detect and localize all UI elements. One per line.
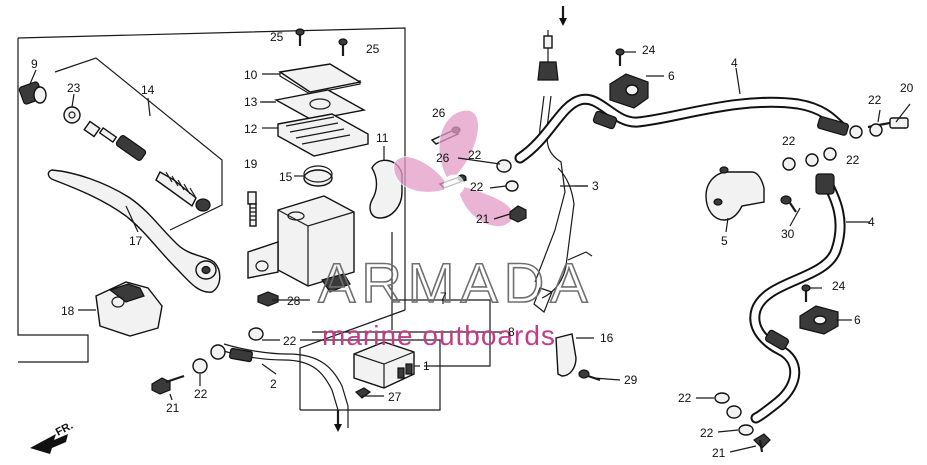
callout-26-upper: 26 <box>432 106 446 120</box>
bracket-lines <box>312 298 504 367</box>
callout-26-lower: 26 <box>436 151 450 165</box>
part-4-upper-hose <box>514 67 863 164</box>
callout-19: 19 <box>244 157 258 171</box>
watermark-brand: ARMADA <box>318 251 594 314</box>
part-13-plate <box>262 89 367 121</box>
callout-6-lower: 6 <box>854 313 861 327</box>
callout-22-right: 22 <box>868 93 882 107</box>
part-18-holder <box>78 281 163 337</box>
master-cylinder-body <box>247 195 355 293</box>
callout-1: 1 <box>423 359 430 373</box>
part-23-washer <box>63 93 81 124</box>
callout-25-left: 25 <box>270 30 284 44</box>
part-20-bolt <box>867 117 909 137</box>
callout-3: 3 <box>592 179 599 193</box>
callout-5: 5 <box>721 234 728 248</box>
front-direction-arrow <box>30 434 68 454</box>
callout-30: 30 <box>781 227 795 241</box>
callout-4-lower: 4 <box>868 215 875 229</box>
callout-6-upper: 6 <box>668 69 675 83</box>
part-10-cover <box>262 63 362 95</box>
part-16-clip <box>555 333 601 382</box>
joint-center <box>496 159 527 223</box>
part-30-bolt <box>780 195 797 213</box>
callout-16: 16 <box>600 331 614 345</box>
callout-22-mid-right-b: 22 <box>846 153 860 167</box>
direction-label: FR. <box>54 420 75 439</box>
callout-12: 12 <box>244 122 258 136</box>
callout-28: 28 <box>287 294 301 308</box>
part-12-diaphragm <box>262 113 369 157</box>
callout-4-upper: 4 <box>731 56 738 70</box>
callout-20: 20 <box>900 81 914 95</box>
callout-leaders <box>147 51 911 453</box>
callout-22-mid-right-a: 22 <box>782 134 796 148</box>
callout-14: 14 <box>141 83 155 97</box>
watermark-logo <box>393 109 514 228</box>
part-15-ring <box>294 165 333 187</box>
callout-24-lower: 24 <box>832 279 846 293</box>
part-19-bolt <box>247 191 257 227</box>
washers-upper-right <box>782 147 837 171</box>
panel-outline <box>17 27 441 411</box>
callout-22-bottom-a: 22 <box>678 391 692 405</box>
part-28-nut <box>257 291 279 307</box>
callout-9: 9 <box>31 57 38 71</box>
callout-23: 23 <box>67 81 81 95</box>
callout-13: 13 <box>244 95 258 109</box>
callout-22-center-upper: 22 <box>468 148 482 162</box>
callout-11: 11 <box>376 131 389 145</box>
watermark-tagline: marine outboards <box>322 320 556 351</box>
part-1-switch <box>353 341 420 399</box>
callout-22-bottom-b: 22 <box>700 426 714 440</box>
callout-22-left: 22 <box>194 387 208 401</box>
callout-18: 18 <box>61 304 75 318</box>
callout-27: 27 <box>388 390 402 404</box>
callout-10: 10 <box>244 68 258 82</box>
part-14-piston-set <box>83 120 211 212</box>
callout-22-center-lower: 22 <box>470 180 484 194</box>
callout-2: 2 <box>270 377 277 391</box>
callout-17: 17 <box>129 234 143 248</box>
part-2-hose <box>210 343 349 432</box>
callout-21-bottom: 21 <box>712 446 726 460</box>
callout-labels: 9 23 14 17 18 25 25 10 13 12 15 19 11 28… <box>31 30 914 460</box>
callout-25-right: 25 <box>366 42 380 56</box>
part-4-lower-hose <box>749 173 870 424</box>
callout-15: 15 <box>279 170 293 184</box>
washers-lower-left <box>192 327 264 374</box>
callout-21-left: 21 <box>166 401 180 415</box>
lever-assembly-box <box>54 57 223 231</box>
callout-21-center: 21 <box>476 212 490 226</box>
callout-7: 7 <box>440 290 447 304</box>
part-5-bracket <box>705 166 765 221</box>
part-17-lever <box>47 169 221 293</box>
washers-lower-right <box>714 392 771 453</box>
part-21-bolt-left <box>151 374 185 395</box>
part-25-screws <box>295 28 348 56</box>
part-6-clamp-upper <box>609 48 649 109</box>
callout-8: 8 <box>508 325 515 339</box>
part-9-cap <box>18 69 47 105</box>
callout-29: 29 <box>624 373 638 387</box>
callout-24-upper: 24 <box>642 43 656 57</box>
part-6-clamp-lower <box>799 284 839 335</box>
callout-22-hose: 22 <box>283 334 297 348</box>
